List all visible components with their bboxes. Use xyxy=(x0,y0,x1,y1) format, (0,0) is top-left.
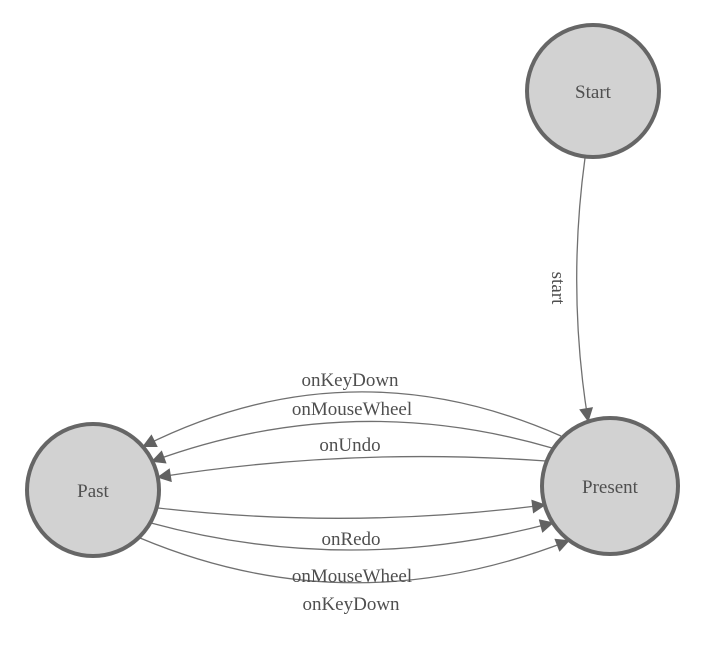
edge-label-onkeydown-bottom: onKeyDown xyxy=(302,594,400,615)
edge-label-group: start onKeyDown onMouseWheel onUndo onRe… xyxy=(292,272,568,615)
state-node-present-circle[interactable] xyxy=(540,416,680,556)
edge-start-to-present[interactable] xyxy=(576,157,594,423)
edge-present-to-past-onkeydown[interactable] xyxy=(142,391,562,447)
edge-past-to-present-onmousewheel[interactable] xyxy=(150,519,555,551)
state-node-past-label: Past xyxy=(77,481,109,502)
state-node-past: Past xyxy=(25,422,161,558)
edge-past-to-present-onredo[interactable] xyxy=(157,499,547,519)
state-node-past-circle[interactable] xyxy=(25,422,161,558)
edge-past-to-present-onkeydown[interactable] xyxy=(139,537,570,584)
state-node-present: Present xyxy=(540,416,680,556)
state-node-start-label: Start xyxy=(575,82,612,103)
edge-label-onundo: onUndo xyxy=(319,435,380,456)
edge-label-onredo: onRedo xyxy=(321,529,380,550)
edge-label-onmousewheel-top: onMouseWheel xyxy=(292,399,412,420)
edge-label-onkeydown-top: onKeyDown xyxy=(301,370,399,391)
edge-label-start: start xyxy=(547,272,568,305)
edge-group xyxy=(139,157,594,584)
state-node-present-label: Present xyxy=(582,477,639,498)
edge-present-to-past-onundo[interactable] xyxy=(156,455,547,483)
edge-label-onmousewheel-bottom: onMouseWheel xyxy=(292,566,412,587)
state-node-start: Start xyxy=(525,23,661,159)
edge-present-to-past-onmousewheel[interactable] xyxy=(151,420,553,464)
state-node-start-circle[interactable] xyxy=(525,23,661,159)
